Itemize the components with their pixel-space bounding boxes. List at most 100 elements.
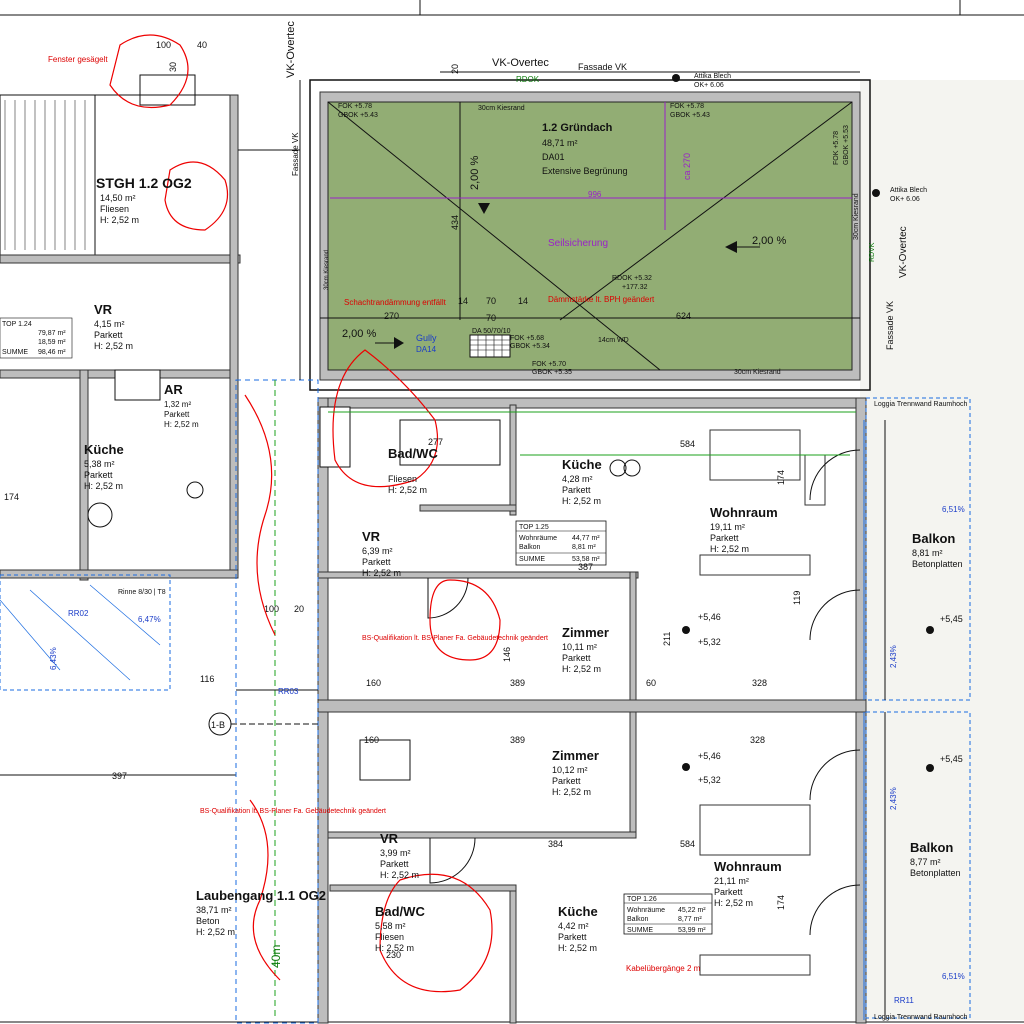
top125-bad: Bad/WC bbox=[388, 446, 438, 461]
top125-dim-277: 277 bbox=[428, 437, 443, 447]
roof-seilsicherung: Seilsicherung bbox=[548, 238, 608, 249]
corridor bbox=[208, 80, 319, 1024]
top126-row1-val: 45,22 m² bbox=[678, 907, 706, 914]
stair-area: 14,50 m² bbox=[100, 193, 136, 203]
top125-row2-val: 8,81 m² bbox=[572, 544, 596, 551]
top125-row1-val: 44,77 m² bbox=[572, 535, 600, 542]
top126-wohn-height: H: 2,52 m bbox=[714, 898, 753, 908]
attika-1b: OK+ 6.06 bbox=[694, 82, 724, 89]
top126-sum-label: SUMME bbox=[627, 927, 653, 934]
top125-dim-160: 160 bbox=[366, 678, 381, 688]
left-ar: AR bbox=[164, 382, 183, 397]
roof-rdok-label: RDOK bbox=[516, 75, 540, 84]
exterior-area bbox=[860, 80, 1024, 1020]
top126-row2-val: 8,77 m² bbox=[678, 916, 702, 923]
top126-zimmer: Zimmer bbox=[552, 748, 599, 763]
top125-row2-label: Balkon bbox=[519, 544, 541, 551]
roof-gbok-3: GBOK +5.53 bbox=[843, 125, 850, 165]
top126-balkon: Balkon bbox=[910, 840, 953, 855]
left-dim-20: 20 bbox=[294, 604, 304, 614]
top126-dim-174: 174 bbox=[776, 895, 786, 910]
top125-table-title: TOP 1.25 bbox=[519, 524, 549, 531]
top126-bad-area: 5,58 m² bbox=[375, 921, 406, 931]
top125-wohn-area: 19,11 m² bbox=[710, 522, 745, 532]
top125-dim-174: 174 bbox=[776, 470, 786, 485]
roof-markup-1: Schachtrandämmung entfällt bbox=[344, 298, 447, 307]
top126-kueche: Küche bbox=[558, 904, 598, 919]
stair-finish: Fliesen bbox=[100, 204, 129, 214]
top125-vr-finish: Parkett bbox=[362, 557, 391, 567]
left-kueche-height: H: 2,52 m bbox=[84, 481, 123, 491]
top126-area-table bbox=[623, 893, 713, 935]
top125-loggia: Loggia Trennwand Raumhoch bbox=[874, 401, 968, 408]
top126-dim-160: 160 bbox=[364, 735, 379, 745]
roof-kies-3: 30cm Kiesrand bbox=[853, 193, 860, 240]
top126-dim-384: 384 bbox=[548, 839, 563, 849]
roof-vk-right: VK-Overtec bbox=[898, 226, 909, 278]
level-marker-icon bbox=[682, 626, 690, 634]
top125-balkon-area: 8,81 m² bbox=[912, 548, 943, 558]
left-kueche-finish: Parkett bbox=[84, 470, 113, 480]
top126-balkon-area: 8,77 m² bbox=[910, 857, 941, 867]
roof-slope-2: 2,00 % bbox=[752, 235, 786, 247]
left-sum-1: 79,87 m² bbox=[38, 330, 66, 337]
corridor-vk: VK-Overtec bbox=[285, 21, 297, 78]
top125-bad-finish: Fliesen bbox=[388, 474, 417, 484]
attika-2: Attika Blech bbox=[890, 187, 927, 194]
top126-markup: Kabelübergänge 2 m bbox=[626, 964, 701, 973]
corridor-finish: Beton bbox=[196, 916, 220, 926]
left-sum-total: 98,46 m² bbox=[38, 349, 66, 356]
top125-dim-389: 389 bbox=[510, 678, 525, 688]
left-sum-2: 18,59 m² bbox=[38, 339, 66, 346]
staircase bbox=[0, 34, 241, 576]
roof-dim-14a: 14 bbox=[458, 296, 468, 306]
top126-sum-val: 53,99 m² bbox=[678, 927, 706, 934]
top125-sum-val: 53,58 m² bbox=[572, 556, 600, 563]
left-unit-walls bbox=[0, 369, 239, 691]
attika-2b: OK+ 6.06 bbox=[890, 196, 920, 203]
attika-1: Attika Blech bbox=[694, 73, 731, 80]
top126-pct-1: 6,51% bbox=[942, 972, 965, 981]
top126-table-title: TOP 1.26 bbox=[627, 896, 657, 903]
corridor-name: Laubengang 1.1 OG2 bbox=[196, 888, 326, 903]
left-pct: 6,47% bbox=[138, 615, 161, 624]
stair-markup: Fenster gesägelt bbox=[48, 55, 108, 64]
stair-name: STGH 1.2 OG2 bbox=[96, 175, 192, 191]
top125-kueche-height: H: 2,52 m bbox=[562, 496, 601, 506]
top125-pct-1: 6,51% bbox=[942, 505, 965, 514]
top125-zimmer-area: 10,11 m² bbox=[562, 642, 597, 652]
level-marker-icon bbox=[682, 763, 690, 771]
stair-height: H: 2,52 m bbox=[100, 215, 139, 225]
top125-zimmer: Zimmer bbox=[562, 625, 609, 640]
left-kueche-area: 5,38 m² bbox=[84, 459, 115, 469]
top126-vr-area: 3,99 m² bbox=[380, 848, 411, 858]
top126-wohn: Wohnraum bbox=[714, 859, 782, 874]
top125-wohn: Wohnraum bbox=[710, 505, 778, 520]
top126-zimmer-area: 10,12 m² bbox=[552, 765, 588, 775]
roof-seil-dim: 996 bbox=[588, 190, 602, 199]
top126-dim-230: 230 bbox=[386, 950, 401, 960]
top125-bad-height: H: 2,52 m bbox=[388, 485, 427, 495]
slope-arrow-icon bbox=[394, 337, 404, 349]
roof-fassade-right: Fassade VK bbox=[885, 301, 895, 350]
level-marker-icon bbox=[926, 626, 934, 634]
top125-dim-146: 146 bbox=[502, 647, 512, 662]
top126-kueche-height: H: 2,52 m bbox=[558, 943, 597, 953]
top126-lvl-1: +5,46 bbox=[698, 751, 721, 761]
level-marker-icon bbox=[926, 764, 934, 772]
top126-lvl-2: +5,32 bbox=[698, 775, 721, 785]
top125-zimmer-finish: Parkett bbox=[562, 653, 591, 663]
top125-wohn-height: H: 2,52 m bbox=[710, 544, 749, 554]
left-ar-height: H: 2,52 m bbox=[164, 420, 199, 429]
top126-kueche-finish: Parkett bbox=[558, 932, 587, 942]
roof-da-size: DA 50/70/10 bbox=[472, 328, 511, 335]
roof-dim-70a: 70 bbox=[486, 296, 496, 306]
top126-pct-2: 2,43% bbox=[889, 787, 898, 810]
roof-dim-434: 434 bbox=[450, 215, 460, 230]
roof-fok-3: FOK +5.78 bbox=[833, 131, 840, 165]
roof-area: 48,71 m² bbox=[542, 138, 578, 148]
left-rr02: RR02 bbox=[68, 609, 89, 618]
corridor-length: 40m bbox=[269, 945, 283, 968]
top125-dim-119: 119 bbox=[792, 591, 802, 605]
top126-bad-finish: Fliesen bbox=[375, 932, 404, 942]
